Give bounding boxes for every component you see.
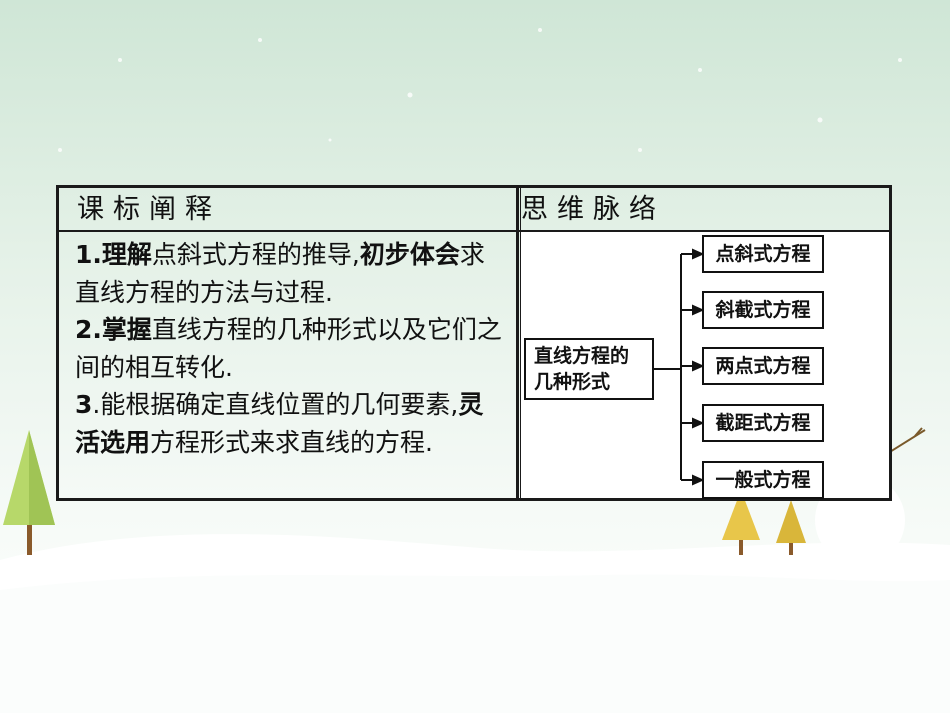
objective-item-3: 3.能根据确定直线位置的几何要素,灵活选用方程形式来求直线的方程. (75, 390, 484, 457)
objective-item-1: 1.理解点斜式方程的推导,初步体会求直线方程的方法与过程. (75, 240, 485, 307)
mindmap-leaf-point-slope: 点斜式方程 (702, 235, 824, 273)
mindmap-connectors (654, 248, 705, 486)
pine-tree-left-icon (3, 430, 55, 555)
mindmap-leaf-general: 一般式方程 (702, 461, 824, 499)
mindmap-root-box: 直线方程的 几种形式 (524, 338, 654, 400)
column-divider (516, 188, 519, 498)
thinking-outline-header: 思 维 脉 络 (517, 188, 889, 232)
standards-explanation-header: 课 标 阐 释 (59, 188, 517, 232)
lesson-overview-table: 课 标 阐 释 思 维 脉 络 1.理解点斜式方程的推导,初步体会求直线方程的方… (56, 185, 892, 501)
objective-item-2: 2.掌握直线方程的几种形式以及它们之间的相互转化. (75, 315, 502, 382)
learning-objectives: 1.理解点斜式方程的推导,初步体会求直线方程的方法与过程. 2.掌握直线方程的几… (75, 236, 505, 461)
mindmap-leaf-slope-intercept: 斜截式方程 (702, 291, 824, 329)
mindmap-leaf-two-point: 两点式方程 (702, 347, 824, 385)
snowflakes-icon (58, 28, 902, 572)
column-divider-inner (520, 188, 521, 498)
mindmap-leaf-intercept: 截距式方程 (702, 404, 824, 442)
mindmap-panel: 直线方程的 几种形式 点斜式方程 斜截式方程 两点式方程 截距式方程 一般式方程 (521, 232, 889, 499)
pine-tree-right-icon (722, 490, 806, 555)
